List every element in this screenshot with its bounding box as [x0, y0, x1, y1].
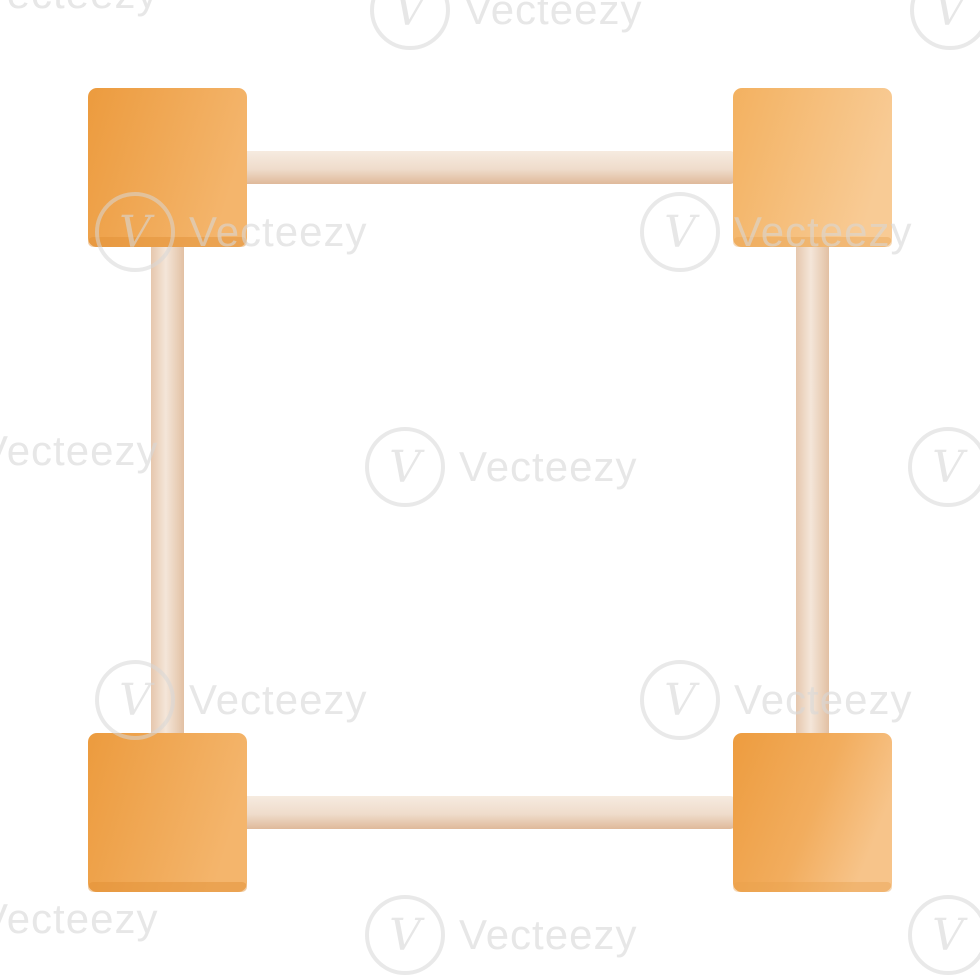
top-right-handle [733, 88, 892, 247]
right-edge-bar [796, 240, 829, 740]
bottom-left-handle [88, 733, 247, 892]
bottom-edge-bar [240, 796, 736, 829]
bottom-right-handle [733, 733, 892, 892]
top-left-handle [88, 88, 247, 247]
left-edge-bar [151, 240, 184, 740]
top-edge-bar [240, 151, 736, 184]
